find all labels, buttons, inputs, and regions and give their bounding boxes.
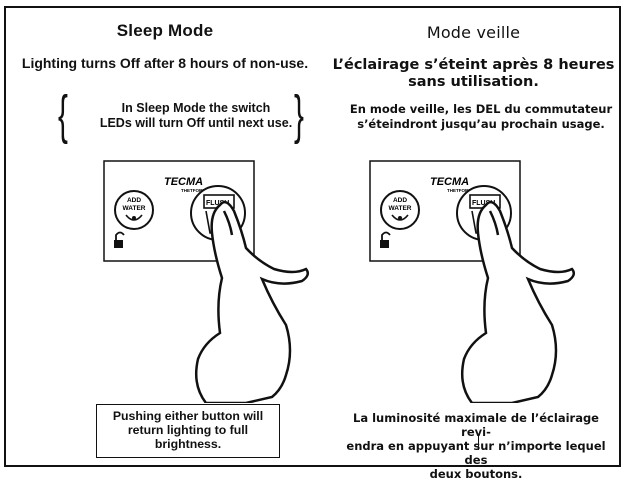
english-note-line1: In Sleep Mode the switch <box>76 101 316 116</box>
french-headline-line2: sans utilisation. <box>324 74 623 91</box>
french-headline-line1: L’éclairage s’éteint après 8 heures <box>324 57 623 74</box>
add-water-label-1: ADD <box>393 197 407 204</box>
french-headline: L’éclairage s’éteint après 8 heures sans… <box>324 57 623 91</box>
brand-text: TECMA <box>430 176 469 188</box>
english-note-line2: LEDs will turn Off until next use. <box>76 116 316 131</box>
french-switch-illustration: TECMA THETFORD ADD WATER FLUS <box>362 153 582 408</box>
french-note-line2: s’éteindront jusqu’au prochain usage. <box>346 117 616 132</box>
french-caption-line3: deux boutons. <box>341 467 611 481</box>
add-water-button[interactable]: ADD WATER <box>115 191 153 229</box>
french-note: En mode veille, les DEL du commutateur s… <box>346 102 616 132</box>
english-caption: Pushing either button will return lighti… <box>96 404 280 458</box>
french-note-line1: En mode veille, les DEL du commutateur <box>346 102 616 117</box>
add-water-label-2: WATER <box>123 205 146 212</box>
french-caption: La luminosité maximale de l’éclairage re… <box>341 411 611 481</box>
english-note: In Sleep Mode the switch LEDs will turn … <box>76 101 316 131</box>
add-water-button[interactable]: ADD WATER <box>381 191 419 229</box>
french-caption-line1: La luminosité maximale de l’éclairage re… <box>341 411 611 439</box>
switch-panel-drawing: TECMA THETFORD ADD WATER FLUS <box>96 153 316 403</box>
add-water-label-2: WATER <box>389 205 412 212</box>
instruction-frame: Sleep Mode Lighting turns Off after 8 ho… <box>4 6 621 467</box>
brand-text: TECMA <box>164 176 203 188</box>
french-caption-line2: endra en appuyant sur n’importe lequel d… <box>341 439 611 467</box>
english-title: Sleep Mode <box>6 21 324 41</box>
switch-panel-drawing-fr: TECMA THETFORD ADD WATER FLUS <box>362 153 582 403</box>
english-switch-illustration: TECMA THETFORD ADD WATER FLUS <box>96 153 316 408</box>
text-cursor <box>478 434 479 450</box>
french-title: Mode veille <box>324 23 623 42</box>
english-headline: Lighting turns Off after 8 hours of non-… <box>6 55 324 71</box>
left-brace: { <box>58 88 68 142</box>
add-water-label-1: ADD <box>127 197 141 204</box>
